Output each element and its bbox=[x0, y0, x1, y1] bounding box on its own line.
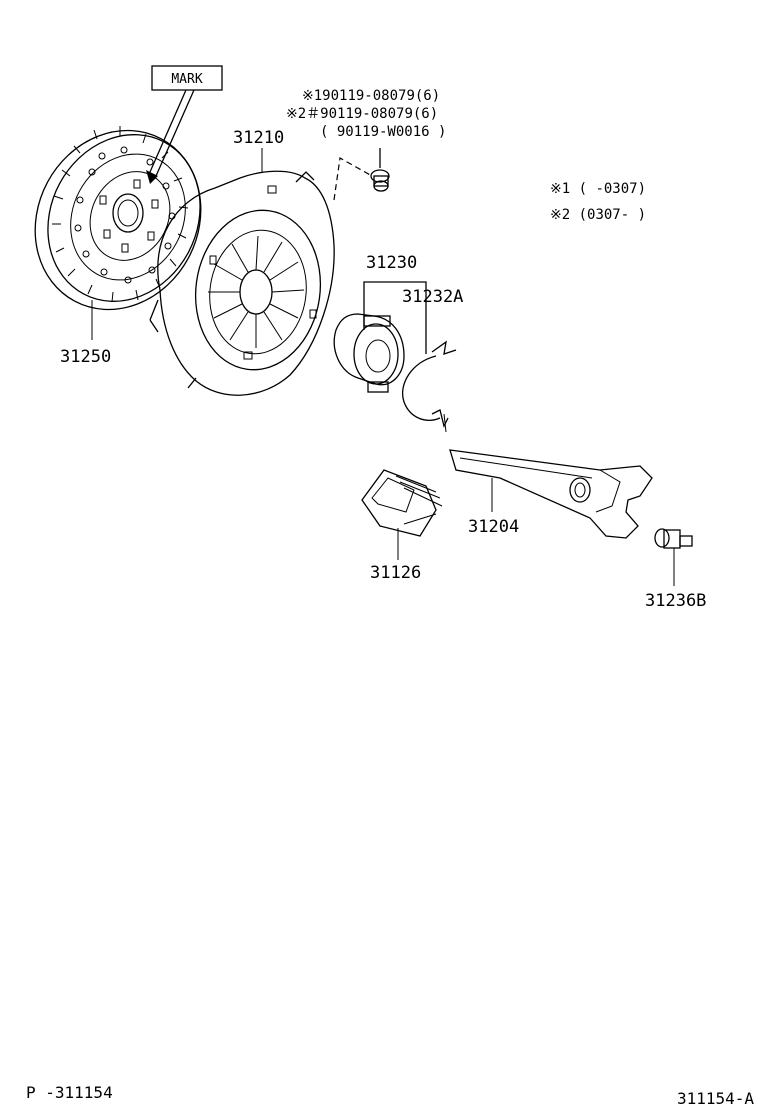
mark-callout: MARK bbox=[146, 65, 223, 184]
label-31250: 31250 bbox=[60, 347, 111, 367]
clutch-disc-drawing bbox=[34, 126, 202, 340]
label-31236B: 31236B bbox=[645, 591, 706, 611]
release-bearing-drawing bbox=[333, 281, 427, 393]
bolt-note-3: ( 90119-W0016 ) bbox=[320, 124, 446, 140]
footer-left-code: P -311154 bbox=[26, 1083, 113, 1102]
release-fork-drawing bbox=[449, 449, 653, 539]
label-31126: 31126 bbox=[370, 563, 421, 583]
label-31210: 31210 bbox=[233, 128, 284, 148]
applicability-note-2: ※2 (0307- ) bbox=[550, 207, 646, 223]
fork-boot-drawing bbox=[361, 469, 443, 560]
mark-label: MARK bbox=[171, 72, 202, 87]
bolt-note-2: ※2＃90119-08079(6) bbox=[286, 106, 438, 122]
applicability-note-1: ※1 ( -0307) bbox=[550, 181, 646, 197]
label-31232A: 31232A bbox=[402, 287, 463, 307]
label-31204: 31204 bbox=[468, 517, 519, 537]
label-31230: 31230 bbox=[366, 253, 417, 273]
bearing-clip-drawing bbox=[402, 340, 457, 433]
cover-bolt-drawing bbox=[333, 148, 390, 201]
clutch-cover-drawing bbox=[149, 148, 335, 396]
footer-right-code: 311154-A bbox=[677, 1089, 754, 1108]
bolt-note-1: ※190119-08079(6) bbox=[302, 88, 440, 104]
pivot-stud-drawing bbox=[654, 528, 693, 586]
